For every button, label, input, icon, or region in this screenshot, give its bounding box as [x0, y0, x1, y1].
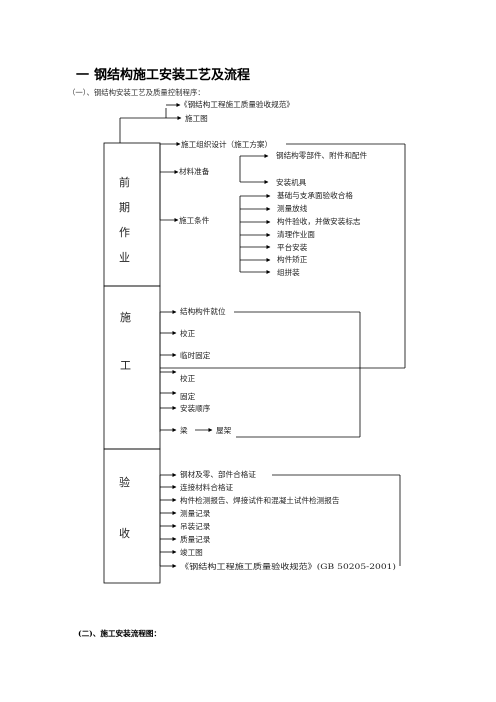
condition-item: 组拼装	[277, 267, 300, 277]
accept-item: 钢材及零、部件合格证	[180, 469, 256, 479]
material-label: 材料准备	[179, 166, 210, 176]
stage-char-zuo: 作	[119, 226, 130, 239]
accept-item: 吊装记录	[180, 521, 211, 531]
accept-item: 连接材料合格证	[180, 482, 234, 492]
condition-item: 构件验收，并做安装标志	[277, 216, 361, 226]
build-item: 校正	[180, 373, 196, 383]
build-item: 校正	[180, 328, 196, 338]
stage-char-gong: 工	[120, 359, 131, 372]
accept-item: 竣工图	[180, 547, 203, 557]
stage-char-ye: 业	[119, 251, 130, 264]
stage-box-construction	[103, 285, 161, 450]
build-item: 安装顺序	[180, 403, 211, 413]
condition-item: 测量放线	[277, 203, 308, 213]
page-title: 钢结构施工安装工艺及流程	[94, 67, 250, 83]
org-design-label: 施工组织设计（施工方案）	[181, 139, 272, 149]
stage-char-shou: 收	[119, 526, 130, 540]
accept-item: 测量记录	[180, 509, 211, 518]
construction-drawing: 施工图	[185, 113, 208, 123]
stage-char-qi: 期	[119, 201, 130, 214]
condition-item: 清理作业面	[277, 229, 315, 239]
build-item: 固定	[180, 391, 196, 401]
condition-item: 构件矫正	[277, 254, 308, 264]
build-item: 结构构件就位	[180, 306, 226, 316]
condition-item: 平台安装	[277, 242, 308, 252]
accept-item: 构件检测报告、焊接试件和混凝土试件检测报告	[180, 495, 340, 505]
title-prefix: 一	[76, 68, 89, 83]
accept-item: 《钢结构工程施工质量验收规范》(GB 50205-2001)	[180, 561, 396, 571]
section-2-title: (二)、施工安装流程图：	[78, 628, 161, 638]
stage-char-qian: 前	[119, 175, 130, 189]
build-item: 临时固定	[180, 350, 211, 360]
build-item: 屋架	[216, 426, 232, 435]
stage-box-preparation	[103, 142, 161, 287]
stage-box-acceptance	[103, 448, 161, 584]
condition-item: 基础与支承面验收合格	[277, 190, 353, 200]
spec-reference: 《钢结构工程施工质量验收规范》	[180, 99, 294, 109]
stage-char-shi: 施	[120, 311, 131, 324]
build-item: 梁	[180, 426, 188, 435]
material-item-tools: 安装机具	[276, 177, 307, 187]
accept-item: 质量记录	[180, 534, 211, 544]
conditions-label: 施工条件	[179, 215, 210, 225]
material-item-parts: 钢结构零部件、附件和配件	[276, 150, 368, 160]
stage-char-yan: 验	[119, 475, 130, 489]
section-1-title: （一）、钢结构安装工艺及质量控制程序：	[68, 88, 205, 97]
